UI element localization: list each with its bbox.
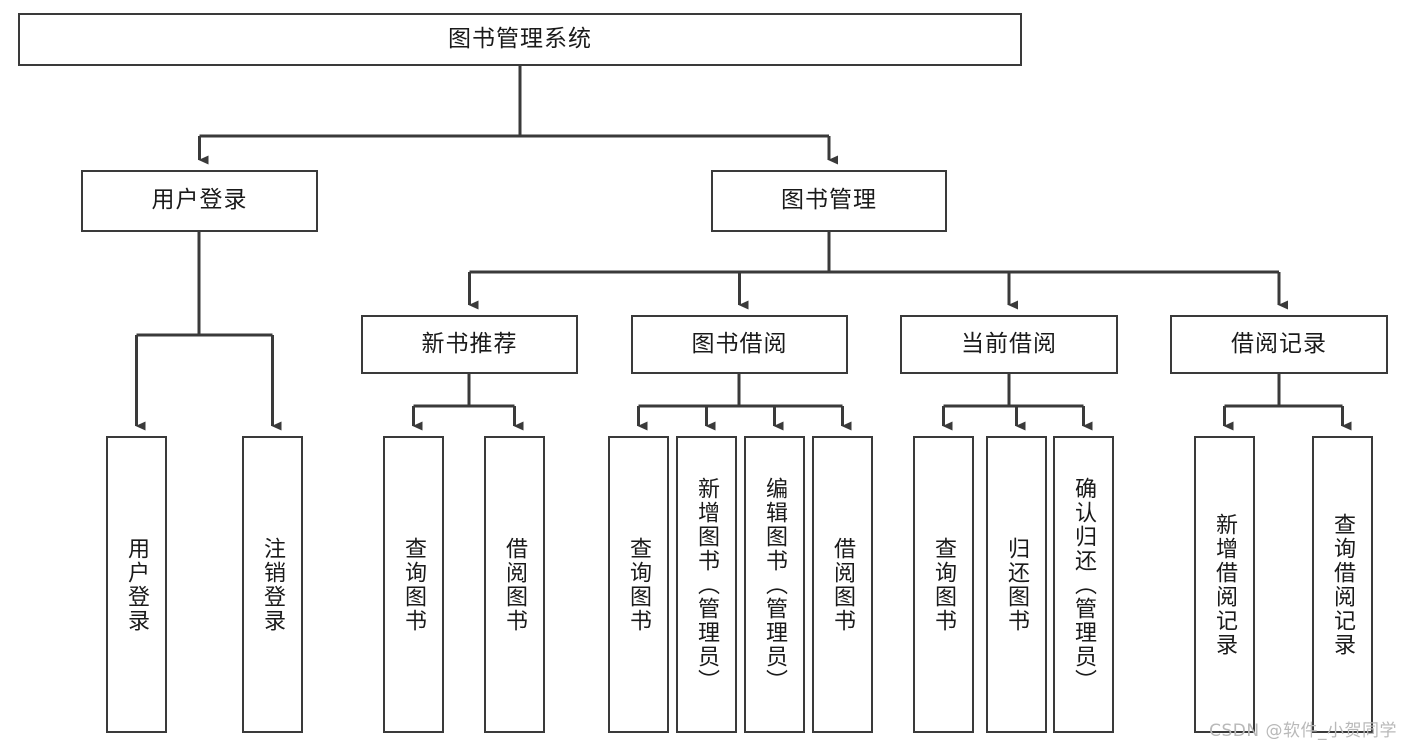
- leaf-borrow-books-recommendation[interactable]: 借阅图书: [484, 436, 545, 733]
- node-root[interactable]: 图书管理系统: [18, 13, 1022, 66]
- leaf-borrow-books-borrowing[interactable]: 借阅图书: [812, 436, 873, 733]
- node-user-login-group[interactable]: 用户登录: [81, 170, 318, 232]
- leaf-add-book-admin[interactable]: 新增图书（管理员）: [676, 436, 737, 733]
- node-borrow-records[interactable]: 借阅记录: [1170, 315, 1388, 374]
- leaf-edit-book-admin[interactable]: 编辑图书（管理员）: [744, 436, 805, 733]
- leaf-query-books-recommendation[interactable]: 查询图书: [383, 436, 444, 733]
- node-current-borrowing[interactable]: 当前借阅: [900, 315, 1118, 374]
- node-book-borrowing[interactable]: 图书借阅: [631, 315, 848, 374]
- leaf-query-borrow-record[interactable]: 查询借阅记录: [1312, 436, 1373, 733]
- leaf-query-books-borrowing[interactable]: 查询图书: [608, 436, 669, 733]
- node-new-book-recommendation[interactable]: 新书推荐: [361, 315, 578, 374]
- node-book-management-group[interactable]: 图书管理: [711, 170, 947, 232]
- leaf-add-borrow-record[interactable]: 新增借阅记录: [1194, 436, 1255, 733]
- leaf-return-books[interactable]: 归还图书: [986, 436, 1047, 733]
- leaf-confirm-return-admin[interactable]: 确认归还（管理员）: [1053, 436, 1114, 733]
- leaf-logout[interactable]: 注销登录: [242, 436, 303, 733]
- leaf-query-books-current[interactable]: 查询图书: [913, 436, 974, 733]
- leaf-user-login[interactable]: 用户登录: [106, 436, 167, 733]
